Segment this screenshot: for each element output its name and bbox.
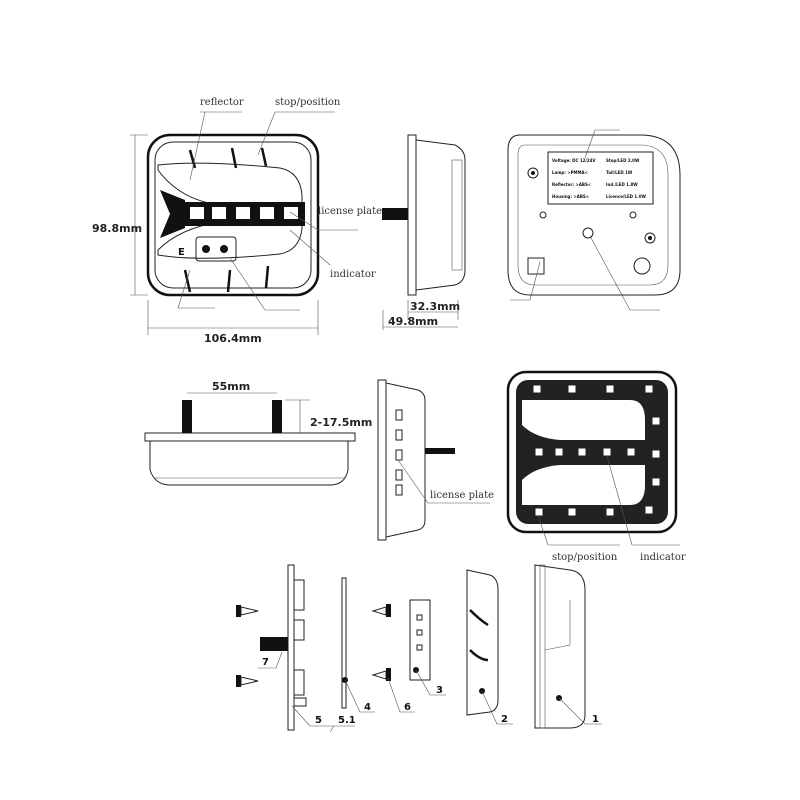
screw-icon: [371, 668, 391, 681]
side-view-2: license plate: [377, 379, 494, 541]
led-array: [532, 384, 661, 517]
exploded-view: 7 5 5.1 4 6 3 2 1: [236, 564, 602, 733]
stop-position-label-2: stop/position: [552, 552, 618, 563]
part-number-5: 5: [315, 715, 322, 726]
lit-view: stop/position indicator: [506, 370, 686, 563]
part-number-3: 3: [436, 685, 443, 696]
spec-label: Voltage: DC 12/24V Stop/LED 2.0W Lamp: >…: [552, 158, 646, 199]
width-dimension: 106.4mm: [204, 332, 262, 345]
part-number-4: 4: [364, 702, 371, 713]
part-number-5-1: 5.1: [338, 715, 356, 726]
license-plate-label-2: license plate: [430, 490, 494, 501]
part-number-7: 7: [262, 657, 269, 668]
screw-icon: [236, 675, 259, 687]
indicator-label-2: indicator: [640, 552, 686, 563]
license-plate-label: license plate: [318, 206, 382, 217]
depth-body-dimension: 32.3mm: [410, 300, 460, 313]
svg-text:Housing: >ABS<: Housing: >ABS<: [552, 194, 589, 199]
screw-icon: [371, 604, 391, 617]
svg-text:Ind./LED 1.8W: Ind./LED 1.8W: [606, 182, 638, 187]
side-view: 32.3mm 49.8mm: [382, 134, 466, 330]
bolt-length-dimension: 2-17.5mm: [310, 416, 372, 429]
svg-text:Tail/LED 1W: Tail/LED 1W: [606, 170, 633, 175]
ce-mark: E: [178, 247, 185, 258]
front-view: E 98.8mm 106.4mm reflector stop/position…: [92, 97, 382, 345]
screw-icon: [236, 605, 259, 617]
svg-text:Voltage: DC 12/24V: Voltage: DC 12/24V: [552, 158, 596, 163]
part-number-2: 2: [501, 714, 508, 725]
indicator-label: indicator: [330, 269, 376, 280]
svg-text:Lamp: >PMMA<: Lamp: >PMMA<: [552, 170, 588, 175]
back-view: Voltage: DC 12/24V Stop/LED 2.0W Lamp: >…: [507, 129, 681, 311]
bolt-spacing-dimension: 55mm: [212, 380, 250, 393]
stop-position-label: stop/position: [275, 97, 341, 108]
svg-text:Reflector: >ABS<: Reflector: >ABS<: [552, 182, 591, 187]
top-view: 55mm 2-17.5mm: [144, 380, 372, 486]
height-dimension: 98.8mm: [92, 222, 142, 235]
part-number-6: 6: [404, 702, 411, 713]
depth-total-dimension: 49.8mm: [388, 315, 438, 328]
reflector-label: reflector: [200, 97, 244, 108]
svg-text:Stop/LED 2.0W: Stop/LED 2.0W: [606, 158, 640, 163]
part-number-1: 1: [592, 714, 599, 725]
svg-text:Licence/LED 1.0W: Licence/LED 1.0W: [606, 194, 646, 199]
